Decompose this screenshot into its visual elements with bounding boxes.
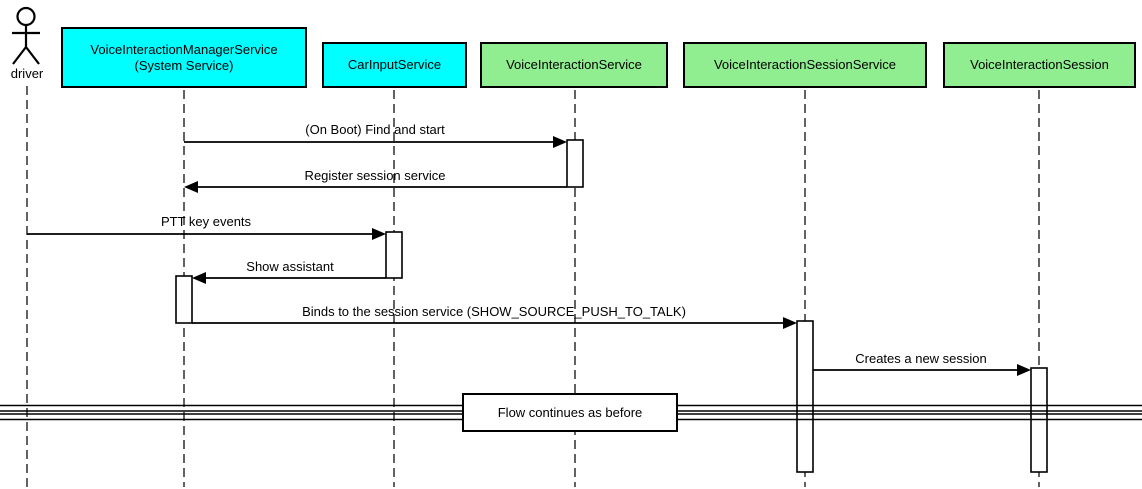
participant-box-voice-interaction-session-service: VoiceInteractionSessionService: [683, 42, 927, 88]
activation-bar-car-input-service: [385, 231, 403, 279]
actor-label: driver: [10, 66, 44, 81]
activation-bar-voice-interaction-session-service: [796, 320, 814, 473]
message-label-ptt-key-events: PTT key events: [160, 214, 252, 229]
message-arrow-register-session-service: [184, 181, 567, 193]
message-arrow-show-assistant: [192, 272, 386, 284]
message-arrow-on-boot-find-and-start: [184, 136, 567, 148]
message-arrow-ptt-key-events: [27, 228, 386, 240]
message-label-register-session-service: Register session service: [304, 168, 446, 183]
participant-box-car-input-service: CarInputService: [322, 42, 467, 88]
message-label-on-boot-find-and-start: (On Boot) Find and start: [305, 122, 445, 137]
message-arrow-creates-a-new-session: [813, 364, 1031, 376]
participant-box-voice-interaction-session: VoiceInteractionSession: [943, 42, 1136, 88]
message-label-show-assistant: Show assistant: [246, 259, 334, 274]
actor-icon: [12, 6, 40, 65]
divider-label-box: Flow continues as before: [462, 393, 678, 432]
message-label-binds-to-session-service: Binds to the session service (SHOW_SOURC…: [302, 304, 686, 319]
message-label-creates-a-new-session: Creates a new session: [855, 351, 987, 366]
activation-bar-voice-interaction-service: [566, 139, 584, 188]
message-arrow-binds-to-session-service: [192, 317, 797, 329]
activation-bar-voice-interaction-manager-service: [175, 275, 193, 324]
participant-box-voice-interaction-manager-service: VoiceInteractionManagerService (System S…: [61, 27, 307, 88]
participant-box-voice-interaction-service: VoiceInteractionService: [480, 42, 668, 88]
